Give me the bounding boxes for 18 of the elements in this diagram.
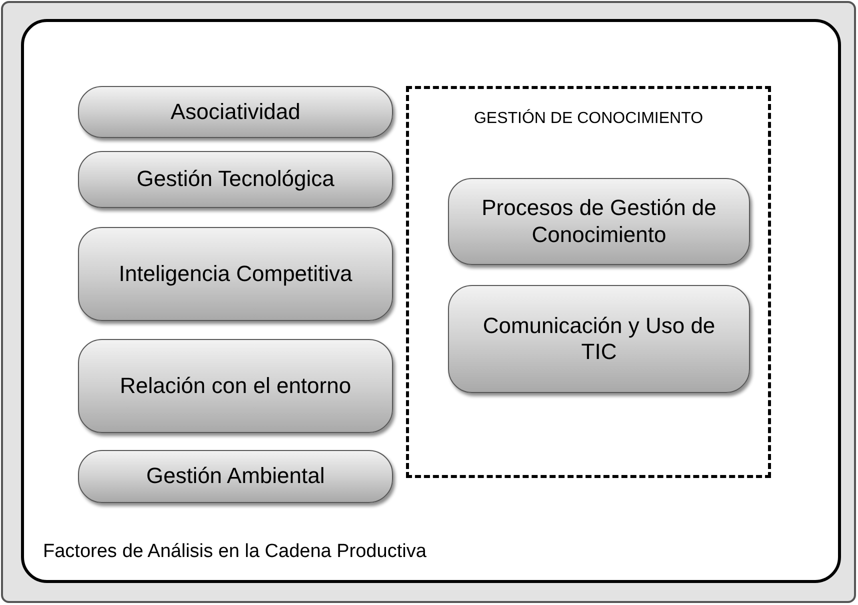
rounded-process-box — [78, 86, 393, 138]
box-label: Inteligencia Competitiva — [118, 260, 352, 288]
rounded-process-box — [78, 339, 393, 433]
box-label: Comunicación y Uso de TIC — [482, 312, 716, 366]
box-label: Asociatividad — [170, 98, 300, 126]
box-label: Procesos de Gestión de Conocimiento — [480, 195, 718, 248]
box-label: Gestión Ambiental — [146, 463, 325, 490]
group-title: GESTIÓN DE CONOCIMIENTO — [472, 109, 704, 129]
rounded-process-box — [78, 151, 393, 208]
rounded-process-box — [78, 227, 393, 321]
rounded-process-box — [78, 450, 393, 503]
frame-title: Factores de Análisis en la Cadena Productiva — [43, 540, 426, 564]
frame-box — [21, 19, 841, 583]
box-label: Relación con el entorno — [120, 372, 352, 400]
rounded-process-box — [448, 178, 750, 265]
box-label: Gestión Tecnológica — [136, 166, 334, 193]
dashed-group-box — [406, 86, 771, 478]
rounded-process-box — [448, 285, 750, 393]
